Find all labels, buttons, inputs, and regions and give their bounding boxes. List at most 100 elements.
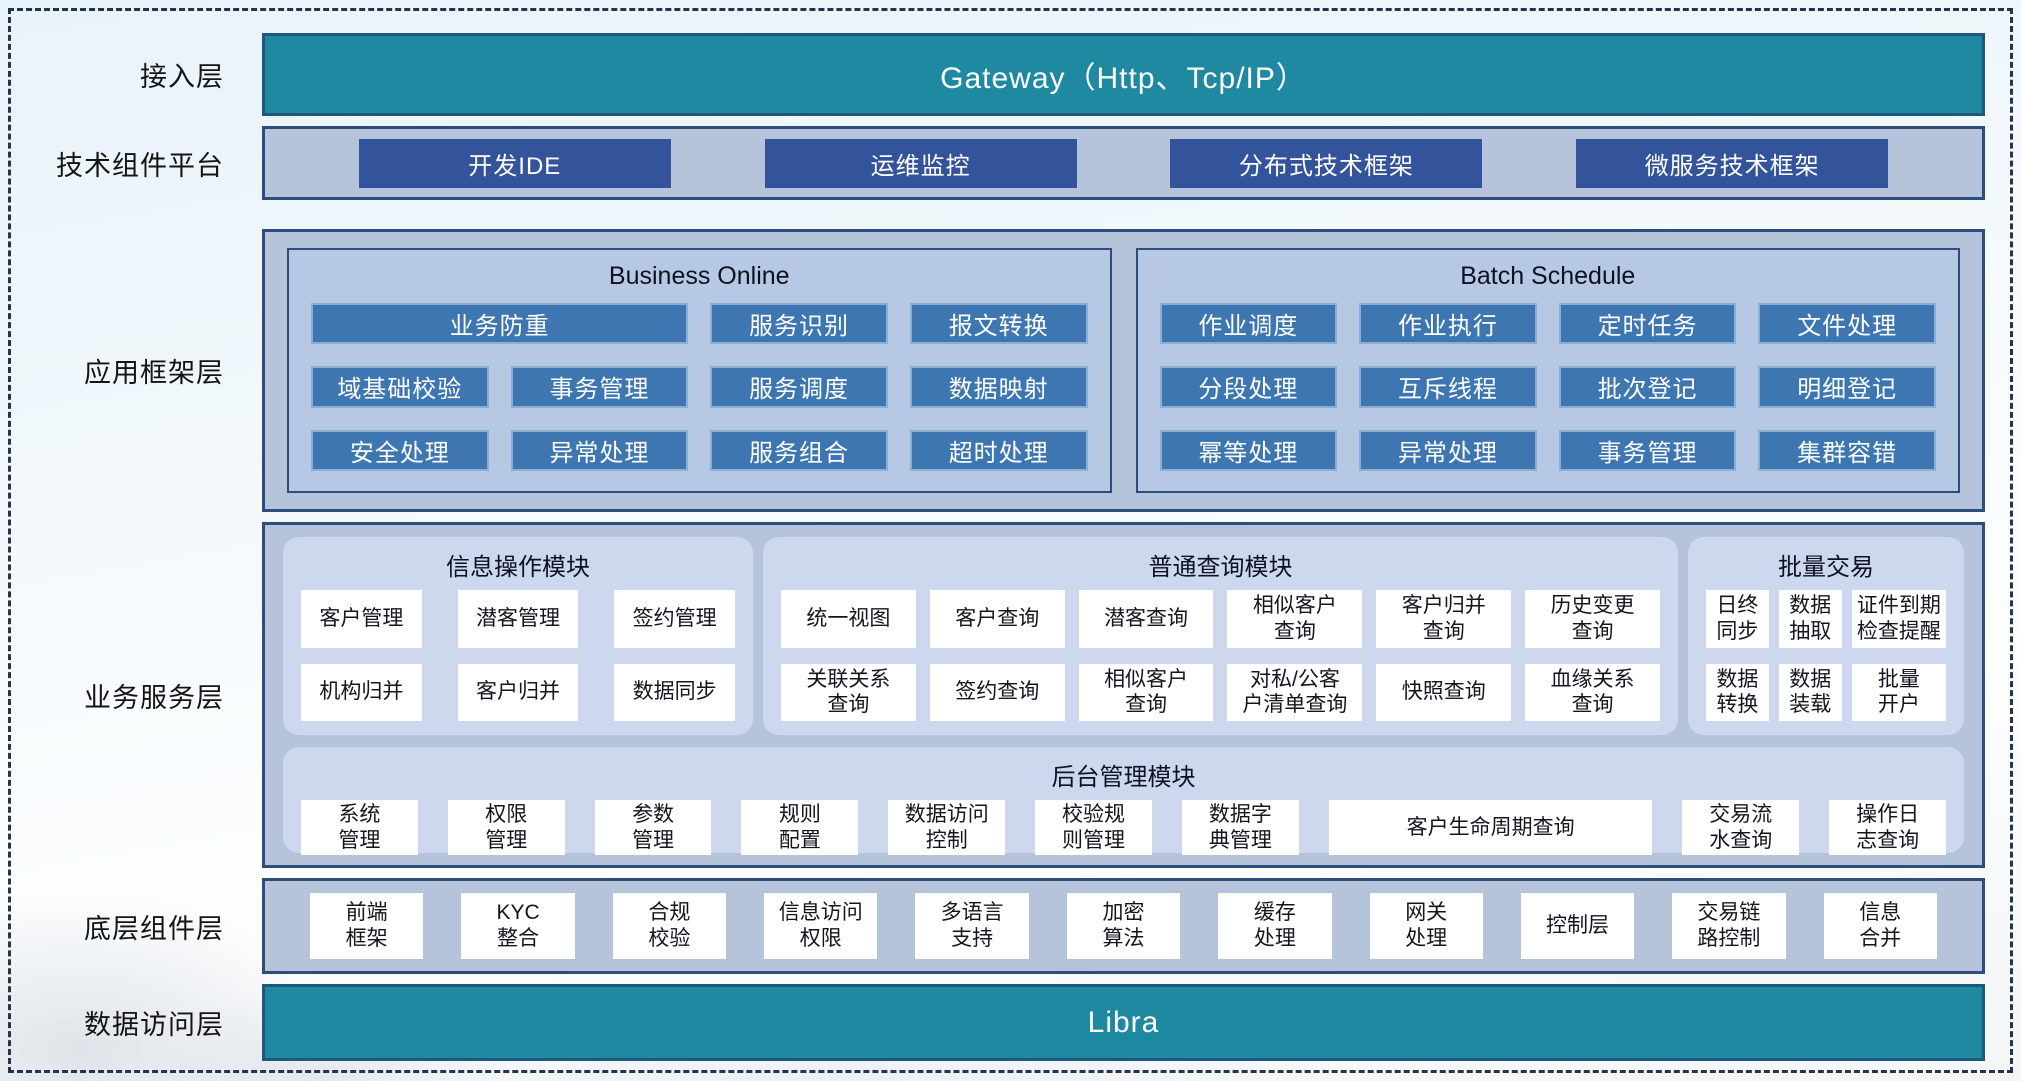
- service-cell: 血缘关系 查询: [1525, 663, 1660, 721]
- service-cell: 客户查询: [929, 590, 1065, 648]
- layer-label-business-service: 业务服务层: [84, 682, 224, 713]
- layer-row-business-service: 业务服务层 信息操作模块 客户管理潜客管理签约管理机构归并客户归并数据同步 普通…: [0, 522, 1985, 868]
- tech-component-button: 运维监控: [764, 138, 1077, 188]
- framework-button: 安全处理: [311, 429, 489, 471]
- module-batch-trade-title: 批量交易: [1778, 554, 1874, 581]
- framework-button: 批次登记: [1558, 366, 1737, 408]
- module-info-operation-grid: 客户管理潜客管理签约管理机构归并客户归并数据同步: [301, 590, 735, 721]
- module-common-query: 普通查询模块 统一视图客户查询潜客查询相似客户 查询客户归并 查询历史变更 查询…: [763, 537, 1678, 735]
- batch-schedule-panel: Batch Schedule 作业调度作业执行定时任务文件处理分段处理互斥线程批…: [1135, 248, 1960, 493]
- framework-button: 异常处理: [510, 429, 689, 471]
- admin-cell: 校验规 则管理: [1035, 800, 1152, 856]
- layer-label-access: 接入层: [140, 62, 224, 92]
- service-cell: 日终 同步: [1706, 590, 1769, 648]
- admin-cell: 参数 管理: [594, 800, 712, 856]
- module-common-query-grid: 统一视图客户查询潜客查询相似客户 查询客户归并 查询历史变更 查询关联关系 查询…: [781, 590, 1660, 721]
- framework-button: 定时任务: [1558, 303, 1737, 345]
- framework-button: 服务调度: [710, 366, 888, 408]
- tech-component-button: 开发IDE: [358, 138, 671, 188]
- framework-button: 异常处理: [1359, 429, 1537, 471]
- framework-button: 超时处理: [909, 429, 1088, 471]
- gateway-bar: Gateway（Http、Tcp/IP）: [262, 33, 1985, 116]
- admin-cell: 权限 管理: [447, 800, 565, 856]
- framework-button: 互斥线程: [1359, 366, 1537, 408]
- component-cell: 信息访问 权限: [764, 893, 878, 959]
- component-cell: 前端 框架: [310, 893, 424, 959]
- layer-row-data-access: 数据访问层 Libra: [0, 984, 1985, 1061]
- component-cell: 信息 合并: [1823, 893, 1937, 959]
- module-common-query-title: 普通查询模块: [1148, 554, 1293, 581]
- service-cell: 数据 装载: [1778, 663, 1842, 721]
- admin-cell: 数据字 典管理: [1181, 800, 1299, 856]
- component-cell: 加密 算法: [1066, 893, 1181, 959]
- business-service-modules: 信息操作模块 客户管理潜客管理签约管理机构归并客户归并数据同步 普通查询模块 统…: [283, 537, 1964, 735]
- component-cell: KYC 整合: [461, 893, 575, 959]
- service-cell: 关联关系 查询: [781, 663, 916, 721]
- libra-title: Libra: [1087, 1005, 1160, 1039]
- component-cell: 缓存 处理: [1218, 893, 1332, 959]
- service-cell: 相似客户 查询: [1227, 590, 1363, 648]
- tech-platform-panel: 开发IDE 运维监控 分布式技术框架 微服务技术框架: [262, 126, 1985, 200]
- component-cell: 网关 处理: [1369, 893, 1483, 959]
- business-online-title: Business Online: [608, 262, 790, 290]
- service-cell: 相似客户 查询: [1078, 663, 1214, 721]
- service-cell: 证件到期 检查提醒: [1851, 590, 1946, 648]
- admin-cell: 交易流 水查询: [1682, 800, 1800, 856]
- module-admin-title: 后台管理模块: [1051, 764, 1196, 791]
- libra-bar: Libra: [262, 984, 1985, 1061]
- batch-schedule-title: Batch Schedule: [1460, 262, 1636, 290]
- layer-row-base-components: 底层组件层 前端 框架 KYC 整合合规 校验信息访问 权限多语言 支持加密 算法…: [0, 878, 1985, 974]
- batch-schedule-grid: 作业调度作业执行定时任务文件处理分段处理互斥线程批次登记明细登记幂等处理异常处理…: [1159, 303, 1936, 471]
- service-cell: 快照查询: [1376, 663, 1512, 721]
- admin-cell: 数据访问 控制: [888, 800, 1006, 856]
- service-cell: 签约管理: [614, 590, 735, 648]
- component-cell: 多语言 支持: [915, 893, 1029, 959]
- service-cell: 潜客查询: [1078, 590, 1214, 648]
- module-batch-trade: 批量交易 日终 同步数据 抽取证件到期 检查提醒数据 转换数据 装载批量 开户: [1688, 537, 1964, 735]
- framework-button: 数据映射: [909, 366, 1088, 408]
- service-cell: 客户管理: [301, 590, 422, 648]
- business-online-grid: 业务防重服务识别报文转换域基础校验事务管理服务调度数据映射安全处理异常处理服务组…: [311, 303, 1088, 471]
- framework-button: 文件处理: [1758, 303, 1936, 345]
- service-cell: 数据 转换: [1706, 663, 1769, 721]
- service-cell: 签约查询: [929, 663, 1065, 721]
- framework-button: 幂等处理: [1159, 429, 1338, 471]
- framework-button: 服务识别: [710, 303, 888, 345]
- service-cell: 统一视图: [781, 590, 916, 648]
- admin-cell: 操作日 志查询: [1829, 800, 1947, 856]
- service-cell: 潜客管理: [457, 590, 579, 648]
- tech-component-button: 分布式技术框架: [1170, 138, 1483, 188]
- module-admin-row: 系统 管理权限 管理参数 管理规则 配置数据访问 控制校验规 则管理数据字 典管…: [301, 800, 1947, 856]
- service-cell: 数据 抽取: [1778, 590, 1842, 648]
- business-online-panel: Business Online 业务防重服务识别报文转换域基础校验事务管理服务调…: [287, 248, 1112, 493]
- gateway-title: Gateway（Http、Tcp/IP）: [940, 61, 1307, 95]
- service-cell: 客户归并: [457, 663, 579, 721]
- layer-row-access: 接入层 Gateway（Http、Tcp/IP）: [0, 33, 1985, 116]
- business-service-panel: 信息操作模块 客户管理潜客管理签约管理机构归并客户归并数据同步 普通查询模块 统…: [262, 522, 1985, 868]
- framework-button: 作业调度: [1159, 303, 1338, 345]
- module-info-operation: 信息操作模块 客户管理潜客管理签约管理机构归并客户归并数据同步: [283, 537, 753, 735]
- admin-cell: 规则 配置: [741, 800, 859, 856]
- service-cell: 机构归并: [301, 663, 422, 721]
- service-cell: 数据同步: [614, 663, 735, 721]
- service-cell: 对私/公客 户清单查询: [1227, 663, 1363, 721]
- service-cell: 历史变更 查询: [1525, 590, 1660, 648]
- component-cell: 交易链 路控制: [1672, 893, 1786, 959]
- framework-button: 事务管理: [510, 366, 689, 408]
- framework-button: 域基础校验: [311, 366, 489, 408]
- admin-cell: 系统 管理: [301, 800, 418, 856]
- framework-button: 明细登记: [1758, 366, 1936, 408]
- base-components-panel: 前端 框架 KYC 整合合规 校验信息访问 权限多语言 支持加密 算法缓存 处理网…: [262, 878, 1985, 974]
- app-framework-panel: Business Online 业务防重服务识别报文转换域基础校验事务管理服务调…: [262, 229, 1985, 512]
- service-cell: 客户归并 查询: [1376, 590, 1512, 648]
- framework-button: 集群容错: [1758, 429, 1936, 471]
- framework-button: 业务防重: [311, 303, 689, 345]
- component-cell: 合规 校验: [612, 893, 727, 959]
- tech-component-button: 微服务技术框架: [1576, 138, 1889, 188]
- layer-label-base-components: 底层组件层: [84, 913, 224, 944]
- module-batch-trade-grid: 日终 同步数据 抽取证件到期 检查提醒数据 转换数据 装载批量 开户: [1706, 590, 1946, 721]
- framework-button: 服务组合: [710, 429, 888, 471]
